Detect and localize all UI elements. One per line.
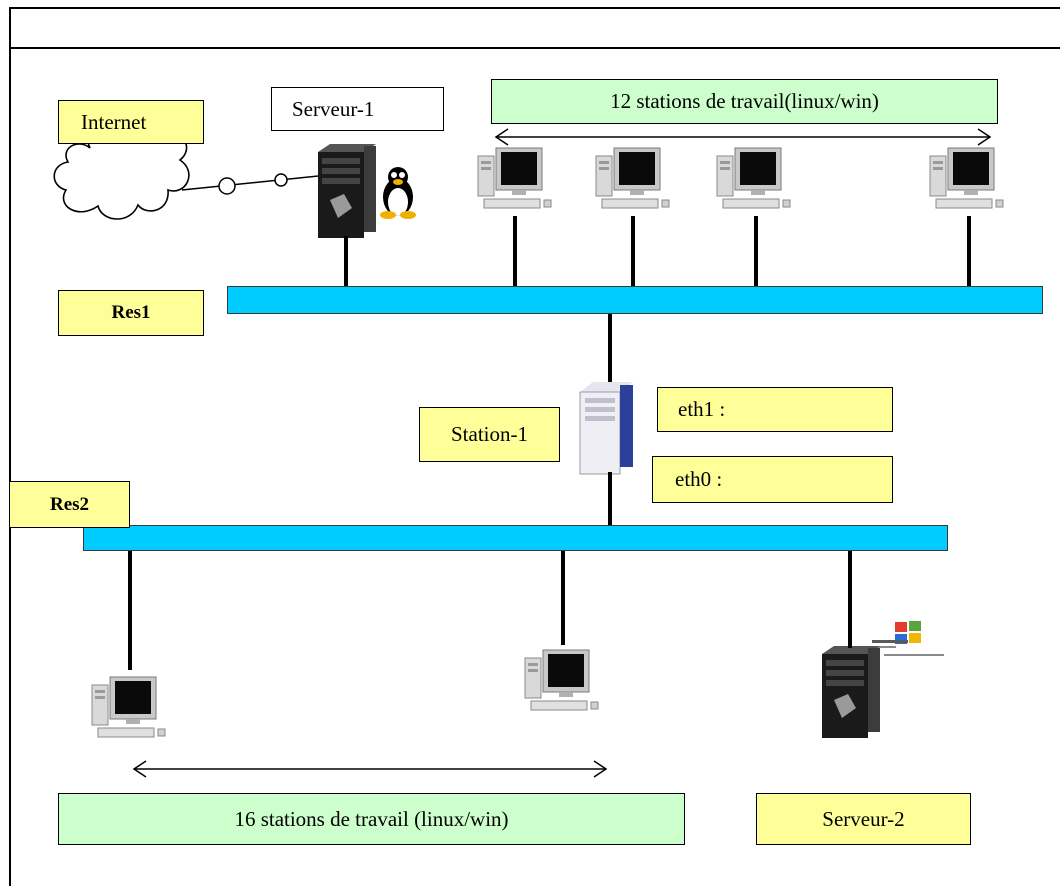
stations-bottom-label: 16 stations de travail (linux/win) <box>58 793 685 845</box>
workstation-icon <box>716 147 791 209</box>
tower-server-icon <box>822 646 880 738</box>
frame-header-divider <box>9 47 1060 49</box>
top-range-arrow <box>494 128 992 146</box>
internet-label: Internet <box>58 100 204 144</box>
station-drop-line <box>128 550 132 670</box>
res2-bus <box>83 525 948 551</box>
workstation-icon <box>595 147 670 209</box>
serveur1-label: Serveur-1 <box>271 87 444 131</box>
station-drop-line <box>513 216 517 288</box>
res2-label: Res2 <box>9 481 130 528</box>
workstation-icon <box>477 147 552 209</box>
stations-top-label: 12 stations de travail(linux/win) <box>491 79 998 124</box>
serveur2-label: Serveur-2 <box>756 793 971 845</box>
internet-link-icon <box>181 172 330 195</box>
station1-to-res2-line <box>608 472 612 526</box>
res1-label: Res1 <box>58 290 204 336</box>
station-drop-line <box>967 216 971 288</box>
station1-label: Station-1 <box>419 407 560 462</box>
station-drop-line <box>631 216 635 288</box>
station-drop-line <box>754 216 758 288</box>
res1-to-station1-line <box>608 312 612 382</box>
station-drop-line <box>561 550 565 645</box>
serveur1-drop-line <box>344 236 348 288</box>
eth0-label: eth0 : <box>652 456 893 503</box>
windows-logo-icon <box>872 621 944 656</box>
workstation-icon <box>524 649 599 711</box>
eth1-label: eth1 : <box>657 387 893 432</box>
workstation-icon <box>91 676 166 738</box>
workstation-icon <box>929 147 1004 209</box>
res1-bus <box>227 286 1043 314</box>
bottom-range-arrow <box>132 760 608 778</box>
serveur2-drop-line <box>848 550 852 648</box>
tower-server-icon <box>579 382 633 475</box>
tower-server-icon <box>318 144 376 238</box>
linux-tux-icon <box>380 167 416 219</box>
diagram-frame <box>9 7 1060 886</box>
